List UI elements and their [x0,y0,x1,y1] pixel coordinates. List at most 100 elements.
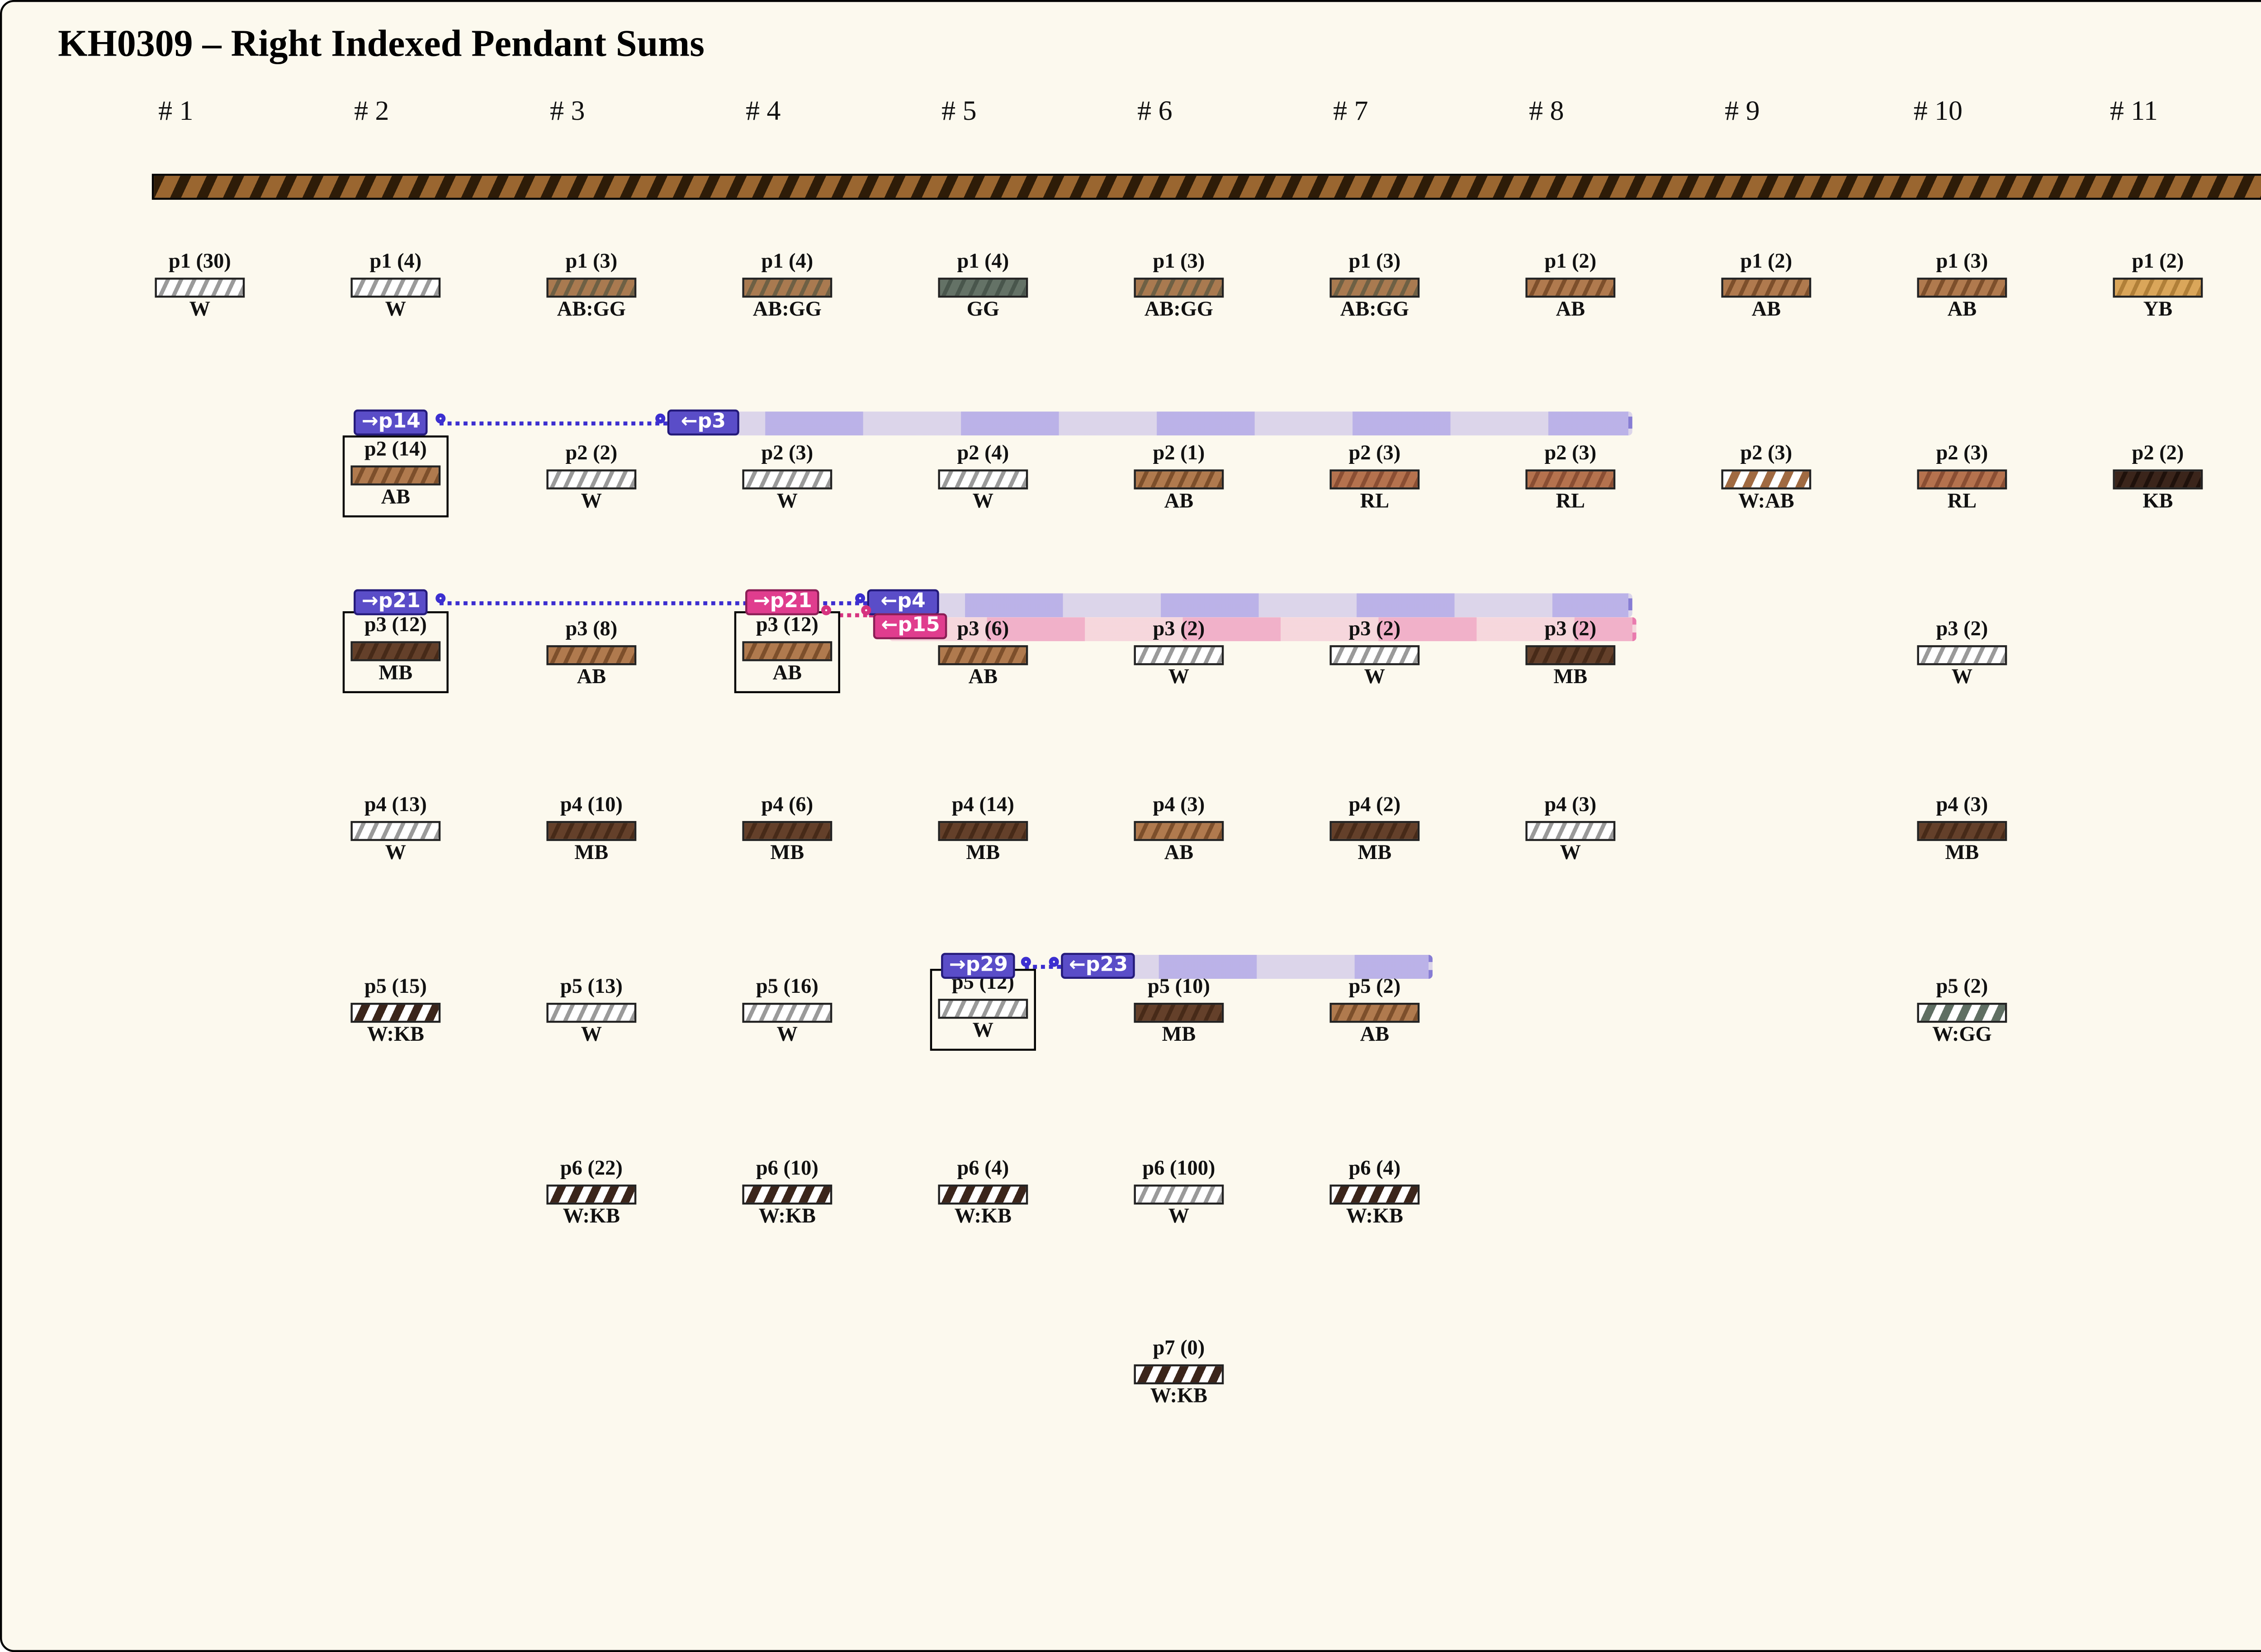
sum-target-tag[interactable]: ←p23 [1061,953,1136,979]
pendant-p4-col7[interactable]: p4 (2)MB [1329,795,1420,868]
cord-color-swatch [938,278,1028,298]
pendant-p4-col2[interactable]: p4 (13) W [350,795,441,868]
pendant-p3-col10[interactable]: p3 (2)W [1917,619,2007,692]
color-code-label: MB [1162,1024,1196,1047]
pendant-p4-col5[interactable]: p4 (14)MB [938,795,1028,868]
sum-source-tag[interactable]: →p21 [745,589,820,615]
cord-color-swatch [350,465,441,486]
pendant-p4-col10[interactable]: p4 (3)MB [1917,795,2007,868]
cord-color-swatch [1134,278,1224,298]
cord-color-swatch [742,1185,833,1205]
pendant-p2-col3[interactable]: p2 (2)W [546,444,637,516]
sum-source-tag[interactable]: →p29 [941,953,1016,979]
pendant-p5-col5[interactable]: p5 (12)W [930,968,1036,1051]
color-code-label: W [1168,1206,1190,1229]
color-code-label: W:KB [563,1206,620,1229]
pendant-p3-col6[interactable]: p3 (2)W [1134,619,1224,692]
cord-color-swatch [742,641,833,661]
pendant-p7-col6[interactable]: p7 (0)W:KB [1134,1338,1224,1411]
pendant-p6-col6[interactable]: p6 (100)W [1134,1159,1224,1231]
pendant-p1-col6[interactable]: p1 (3)AB:GG [1134,252,1224,324]
pendant-p5-col3[interactable]: p5 (13)W [546,977,637,1049]
pendant-p4-col6[interactable]: p4 (3)AB [1134,795,1224,868]
pendant-p3-col2[interactable]: p3 (12)MB [342,611,449,694]
pendant-p3-col5[interactable]: p3 (6)AB [938,619,1028,692]
color-code-label: W [972,491,994,514]
link-endpoint-dot [861,605,871,615]
cord-color-swatch [350,641,441,661]
cord-color-swatch [350,1003,441,1023]
pendant-label: p2 (4) [957,443,1009,466]
pendant-p5-col6[interactable]: p5 (10)MB [1134,977,1224,1049]
pendant-label: p1 (3) [1153,251,1205,274]
cord-color-swatch [1134,645,1224,666]
pendant-p1-col10[interactable]: p1 (3)AB [1917,252,2007,324]
pendant-p1-col4[interactable]: p1 (4)AB:GG [742,252,833,324]
cord-color-swatch [1917,821,2007,841]
link-endpoint-dot [1021,957,1031,967]
pendant-label: p4 (13) [364,795,427,817]
pendant-p2-col9[interactable]: p2 (3)W:AB [1721,444,1812,516]
pendant-p2-col7[interactable]: p2 (3)RL [1329,444,1420,516]
column-header-4: # 4 [746,98,781,128]
pendant-p6-col5[interactable]: p6 (4)W:KB [938,1159,1028,1231]
pendant-p2-col2[interactable]: p2 (14)AB [342,435,449,518]
pendant-p2-col8[interactable]: p2 (3)RL [1525,444,1616,516]
cord-color-swatch [742,278,833,298]
color-code-label: AB [1164,491,1194,514]
pendant-p5-col10[interactable]: p5 (2)W:GG [1917,977,2007,1049]
pendant-label: p6 (22) [560,1158,623,1181]
pendant-p3-col8[interactable]: p3 (2)MB [1525,619,1616,692]
pendant-p6-col3[interactable]: p6 (22) W:KB [546,1158,637,1231]
pendant-label: p2 (2) [2132,443,2184,466]
pendant-p5-col7[interactable]: p5 (2)AB [1329,977,1420,1049]
pendant-label: p2 (3) [761,443,814,466]
pendant-p2-col11[interactable]: p2 (2) KB [2113,444,2203,516]
color-code-label: KB [2143,491,2173,514]
pendant-p3-col4[interactable]: p3 (12)AB [734,611,840,694]
pendant-p1-col2[interactable]: p1 (4)W [350,252,441,324]
column-header-6: # 6 [1137,98,1173,128]
pendant-p5-col4[interactable]: p5 (16)W [742,977,833,1049]
pendant-p1-col5[interactable]: p1 (4)GG [938,252,1028,324]
pendant-p4-col3[interactable]: p4 (10)MB [546,795,637,868]
pendant-label: p5 (13) [560,977,623,999]
pendant-label: p6 (4) [957,1158,1009,1181]
sum-target-tag[interactable]: ←p3 [667,409,739,436]
color-code-label: AB [772,663,802,685]
color-code-label: W [385,843,407,865]
pendant-p4-col4[interactable]: p4 (6)MB [742,795,833,868]
pendant-p3-col7[interactable]: p3 (2)W [1329,619,1420,692]
pendant-p2-col4[interactable]: p2 (3)W [742,443,833,516]
pendant-p2-col6[interactable]: p2 (1)AB [1134,444,1224,516]
pendant-p1-col11[interactable]: p1 (2)YB [2113,252,2203,324]
cord-color-swatch [1329,645,1420,666]
pendant-p2-col5[interactable]: p2 (4) W [938,444,1028,516]
pendant-p6-col4[interactable]: p6 (10)W:KB [742,1159,833,1231]
pendant-p1-col1[interactable]: p1 (30)W [155,252,245,324]
pendant-p4-col8[interactable]: p4 (3)W [1525,795,1616,868]
pendant-p1-col7[interactable]: p1 (3)AB:GG [1329,252,1420,324]
pendant-p2-col10[interactable]: p2 (3)RL [1917,444,2007,516]
sum-target-tag[interactable]: ←p4 [867,589,939,615]
cord-color-swatch [938,999,1028,1019]
color-code-label: AB:GG [1340,300,1409,322]
sum-source-tag[interactable]: →p14 [354,409,429,436]
pendant-label: p2 (3) [1936,443,1988,466]
pendant-p1-col3[interactable]: p1 (3)AB:GG [546,252,637,324]
color-code-label: W [385,300,407,322]
sum-target-tag[interactable]: ←p15 [873,613,948,639]
cord-color-swatch [1721,469,1812,490]
cord-color-swatch [546,1003,637,1023]
color-code-label: W [581,491,602,514]
cord-color-swatch [938,1185,1028,1205]
pendant-p5-col2[interactable]: p5 (15)W:KB [350,977,441,1049]
pendant-p1-col8[interactable]: p1 (2)AB [1525,252,1616,324]
color-code-label: MB [966,843,1000,865]
column-header-1: # 1 [158,98,194,128]
pendant-p6-col7[interactable]: p6 (4)W:KB [1329,1159,1420,1231]
cord-color-swatch [1134,469,1224,490]
sum-source-tag[interactable]: →p21 [354,589,429,615]
pendant-p3-col3[interactable]: p3 (8)AB [546,619,637,692]
pendant-p1-col9[interactable]: p1 (2)AB [1721,252,1812,324]
